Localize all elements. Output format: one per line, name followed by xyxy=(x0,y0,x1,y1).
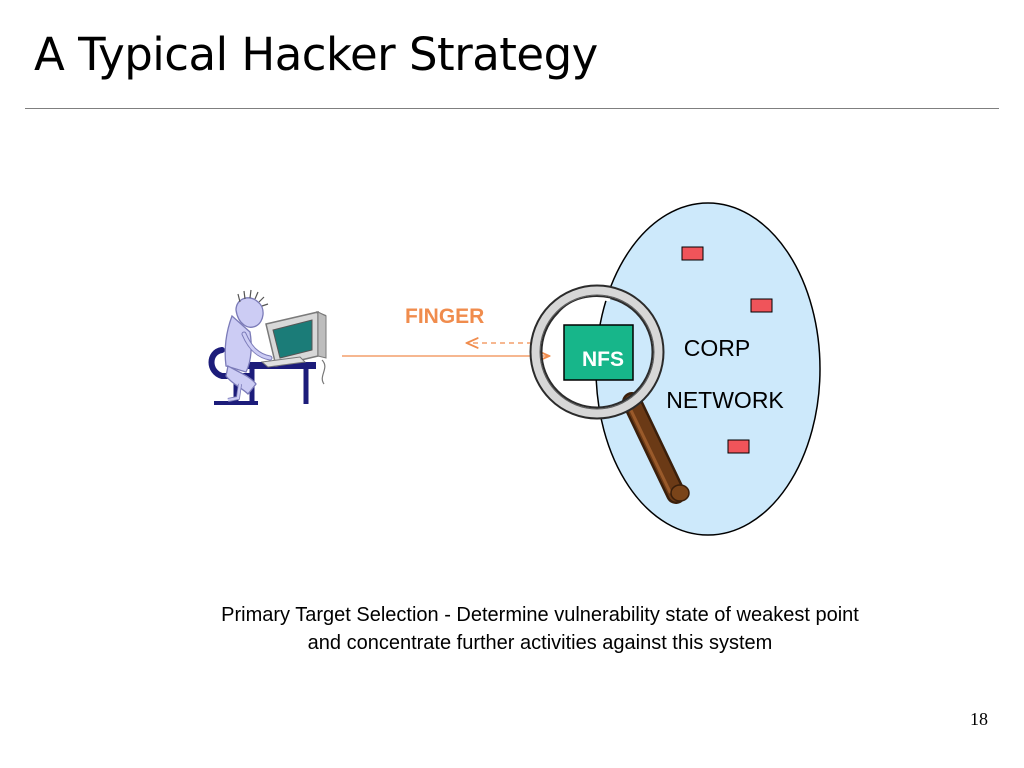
finger-label: FINGER xyxy=(405,305,484,328)
nfs-box xyxy=(563,324,634,381)
slide-caption: Primary Target Selection - Determine vul… xyxy=(140,601,940,657)
nfs-label: NFS xyxy=(582,348,624,371)
host-icon xyxy=(727,439,750,454)
hacker-at-computer-icon xyxy=(208,289,327,405)
corp-label: CORP xyxy=(684,335,750,361)
host-icon xyxy=(681,246,704,261)
caption-line-1: Primary Target Selection - Determine vul… xyxy=(221,604,859,626)
network-label: NETWORK xyxy=(666,387,784,413)
title-divider xyxy=(25,108,999,109)
caption-line-2: and concentrate further activities again… xyxy=(307,632,773,654)
host-icon xyxy=(750,298,773,313)
magnifying-glass-icon xyxy=(529,284,690,504)
page-number: 18 xyxy=(970,709,988,729)
slide-title: A Typical Hacker Strategy xyxy=(34,28,598,81)
